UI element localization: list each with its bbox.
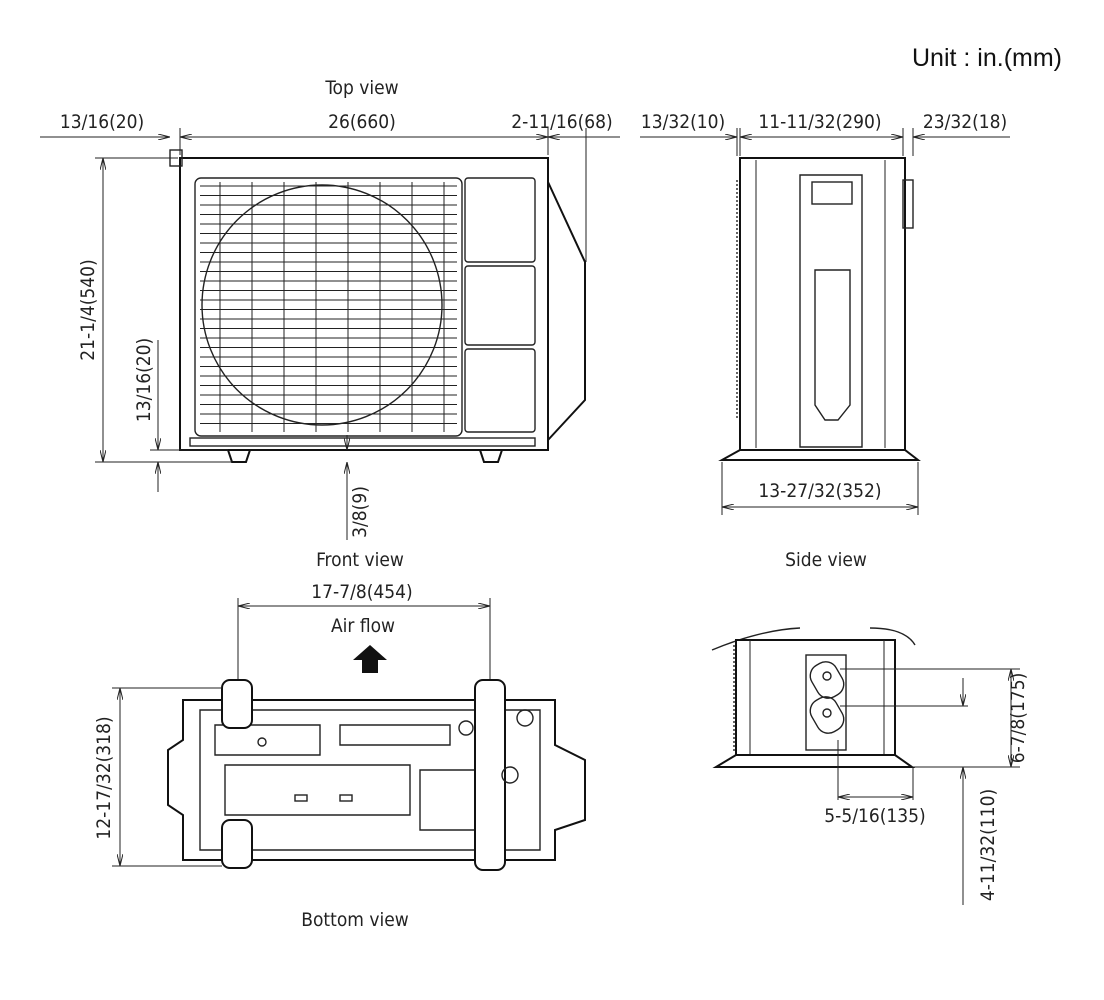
air-flow-arrow-icon <box>353 645 387 673</box>
dim-valve-offset: 5-5/16(135) <box>824 805 925 827</box>
dim-base-depth: 13-27/32(352) <box>758 480 881 502</box>
dim-right-overhang: 2-11/16(68) <box>511 111 612 133</box>
dim-unit-depth: 11-11/32(290) <box>758 111 881 133</box>
front-view-drawing <box>169 149 586 463</box>
front-view-label: Front view <box>316 549 404 571</box>
air-flow-label: Air flow <box>331 615 395 637</box>
dim-lower-valve-height: 4-11/32(110) <box>977 789 999 901</box>
fan-grille <box>200 182 457 432</box>
unit-label: Unit : in.(mm) <box>912 44 1062 72</box>
dim-bottom-offset: 3/8(9) <box>349 486 371 538</box>
dim-front-offset: 23/32(18) <box>923 111 1007 133</box>
dim-unit-height: 21-1/4(540) <box>77 259 99 360</box>
bottom-view-label: Bottom view <box>301 909 408 931</box>
dim-unit-width: 26(660) <box>328 111 396 133</box>
bottom-view-drawing <box>167 679 586 871</box>
valve-detail-drawing <box>711 627 916 768</box>
dim-bottom-depth: 12-17/32(318) <box>93 716 115 839</box>
dim-valve-height: 6-7/8(175) <box>1007 673 1029 764</box>
dim-rear-offset: 13/32(10) <box>641 111 725 133</box>
dim-foot-height: 13/16(20) <box>133 338 155 422</box>
side-view-label: Side view <box>785 549 867 571</box>
dim-foot-spacing: 17-7/8(454) <box>311 581 412 603</box>
dim-left-overhang: 13/16(20) <box>60 111 144 133</box>
side-view-drawing <box>718 157 921 461</box>
top-view-label: Top view <box>324 77 398 99</box>
